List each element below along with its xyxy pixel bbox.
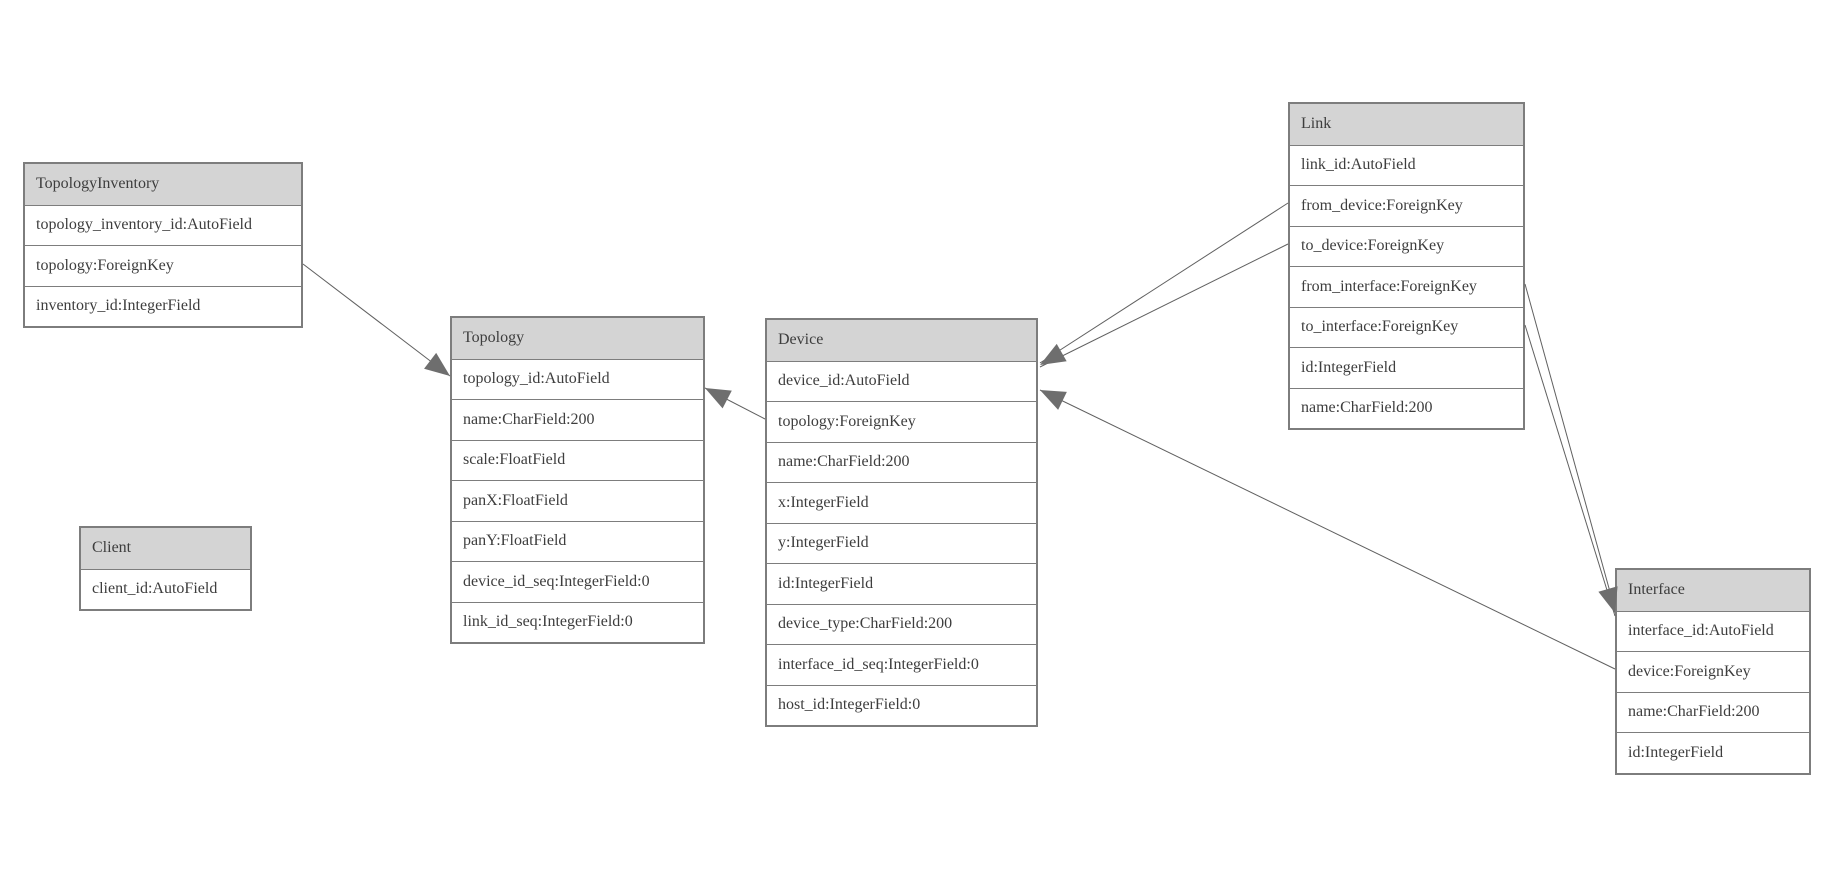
edge-device-topology xyxy=(704,387,766,420)
field-row: id:IntegerField xyxy=(1617,732,1809,773)
field-row: topology:ForeignKey xyxy=(25,245,301,286)
field-row: id:IntegerField xyxy=(767,563,1036,604)
field-row: from_interface:ForeignKey xyxy=(1290,266,1523,307)
field-row: link_id:AutoField xyxy=(1290,144,1523,186)
entity-title-interface: Interface xyxy=(1617,570,1809,611)
edge-link-frominterface-interface xyxy=(1524,283,1616,611)
entity-title-topology: Topology xyxy=(452,318,703,359)
entity-title-client: Client xyxy=(81,528,250,569)
arrowhead-at-topology-right xyxy=(705,388,732,409)
field-row: topology_inventory_id:AutoField xyxy=(25,204,301,246)
field-row: from_device:ForeignKey xyxy=(1290,185,1523,226)
edge-link-fromdevice-device xyxy=(1039,202,1289,364)
field-row: device_type:CharField:200 xyxy=(767,603,1036,645)
field-row: interface_id:AutoField xyxy=(1617,610,1809,652)
field-row: name:CharField:200 xyxy=(767,441,1036,483)
field-row: topology_id:AutoField xyxy=(452,358,703,400)
entity-title-link: Link xyxy=(1290,104,1523,145)
field-row: scale:FloatField xyxy=(452,439,703,481)
field-row: device:ForeignKey xyxy=(1617,651,1809,692)
edge-topologyinventory-topology xyxy=(302,263,451,377)
field-row: panY:FloatField xyxy=(452,520,703,562)
field-row: to_interface:ForeignKey xyxy=(1290,306,1523,348)
field-row: x:IntegerField xyxy=(767,482,1036,523)
field-row: interface_id_seq:IntegerField:0 xyxy=(767,644,1036,685)
edge-link-todevice-device xyxy=(1039,243,1289,368)
field-row: y:IntegerField xyxy=(767,522,1036,564)
field-row: link_id_seq:IntegerField:0 xyxy=(452,601,703,643)
field-row: panX:FloatField xyxy=(452,480,703,521)
field-row: host_id:IntegerField:0 xyxy=(767,684,1036,726)
entity-title-topology-inventory: TopologyInventory xyxy=(25,164,301,205)
field-row: topology:ForeignKey xyxy=(767,401,1036,442)
edge-link-tointerface-interface xyxy=(1524,324,1616,617)
arrowhead-at-device-upper xyxy=(1040,343,1067,365)
field-row: device_id:AutoField xyxy=(767,360,1036,402)
field-row: id:IntegerField xyxy=(1290,347,1523,388)
field-row: name:CharField:200 xyxy=(1290,387,1523,429)
field-row: name:CharField:200 xyxy=(1617,691,1809,733)
arrowhead-at-device-lower xyxy=(1040,390,1067,410)
field-row: client_id:AutoField xyxy=(81,568,250,610)
field-row: device_id_seq:IntegerField:0 xyxy=(452,561,703,602)
field-row: to_device:ForeignKey xyxy=(1290,225,1523,267)
field-row: inventory_id:IntegerField xyxy=(25,285,301,327)
entity-title-device: Device xyxy=(767,320,1036,361)
arrowhead-at-topology-left xyxy=(424,352,450,376)
edge-interface-device xyxy=(1039,389,1616,670)
field-row: name:CharField:200 xyxy=(452,399,703,440)
